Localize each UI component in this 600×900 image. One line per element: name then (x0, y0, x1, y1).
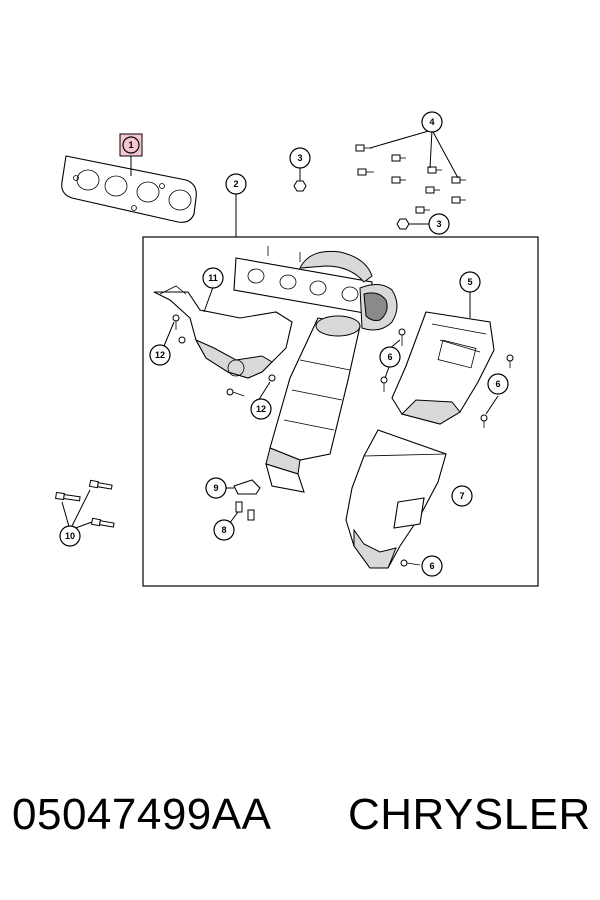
callout-7: 7 (451, 485, 473, 507)
svg-text:8: 8 (221, 525, 226, 535)
svg-text:4: 4 (429, 117, 434, 127)
stud-bolts-set[interactable] (355, 144, 466, 214)
studs-8[interactable] (235, 501, 255, 521)
svg-text:12: 12 (155, 350, 165, 360)
callout-1: 1 (119, 133, 143, 157)
callout-6-lower: 6 (421, 555, 443, 577)
part-number: 05047499AA (12, 790, 272, 839)
callout-3-right: 3 (428, 213, 450, 235)
bolts-10[interactable] (55, 479, 115, 528)
svg-text:6: 6 (387, 352, 392, 362)
svg-text:6: 6 (429, 561, 434, 571)
bolt-6-lower[interactable] (400, 559, 421, 567)
bolts-12[interactable] (172, 314, 276, 397)
right-heat-shield[interactable] (391, 311, 495, 425)
svg-text:9: 9 (213, 483, 218, 493)
bolts-6-upper[interactable] (380, 328, 406, 392)
callout-6-center: 6 (379, 346, 401, 368)
bracket-9[interactable] (233, 479, 261, 495)
svg-text:3: 3 (297, 153, 302, 163)
svg-text:2: 2 (233, 179, 238, 189)
footer: 05047499AA CHRYSLER (0, 790, 600, 870)
exhaust-diagram: 1 2 3 3 4 5 6 6 6 7 8 9 10 11 12 12 (55, 111, 539, 587)
svg-text:5: 5 (467, 277, 472, 287)
bolts-6-right[interactable] (480, 354, 514, 428)
exhaust-manifold[interactable] (233, 246, 398, 331)
callout-3-top: 3 (289, 147, 311, 169)
svg-text:10: 10 (65, 531, 75, 541)
upper-heat-shield[interactable] (153, 285, 293, 379)
svg-text:3: 3 (436, 219, 441, 229)
callout-6-right: 6 (487, 373, 509, 395)
nut-right[interactable] (396, 218, 410, 230)
lower-heat-shield[interactable] (345, 429, 447, 569)
callout-2: 2 (225, 173, 247, 195)
catalytic-converter[interactable] (265, 315, 361, 493)
svg-text:12: 12 (256, 404, 266, 414)
callout-10: 10 (59, 525, 81, 547)
assembly-frame (142, 236, 539, 587)
callout-9: 9 (205, 477, 227, 499)
callout-11: 11 (202, 267, 224, 289)
svg-text:1: 1 (128, 140, 133, 150)
svg-text:6: 6 (495, 379, 500, 389)
callout-5: 5 (459, 271, 481, 293)
callout-12-left: 12 (149, 344, 171, 366)
callout-4: 4 (421, 111, 443, 133)
nut-top[interactable] (293, 180, 307, 192)
gasket-part[interactable] (61, 155, 197, 223)
brand-name: CHRYSLER (348, 790, 591, 839)
svg-text:11: 11 (208, 273, 218, 283)
callout-8: 8 (213, 519, 235, 541)
callout-12-center: 12 (250, 398, 272, 420)
svg-text:7: 7 (459, 491, 464, 501)
